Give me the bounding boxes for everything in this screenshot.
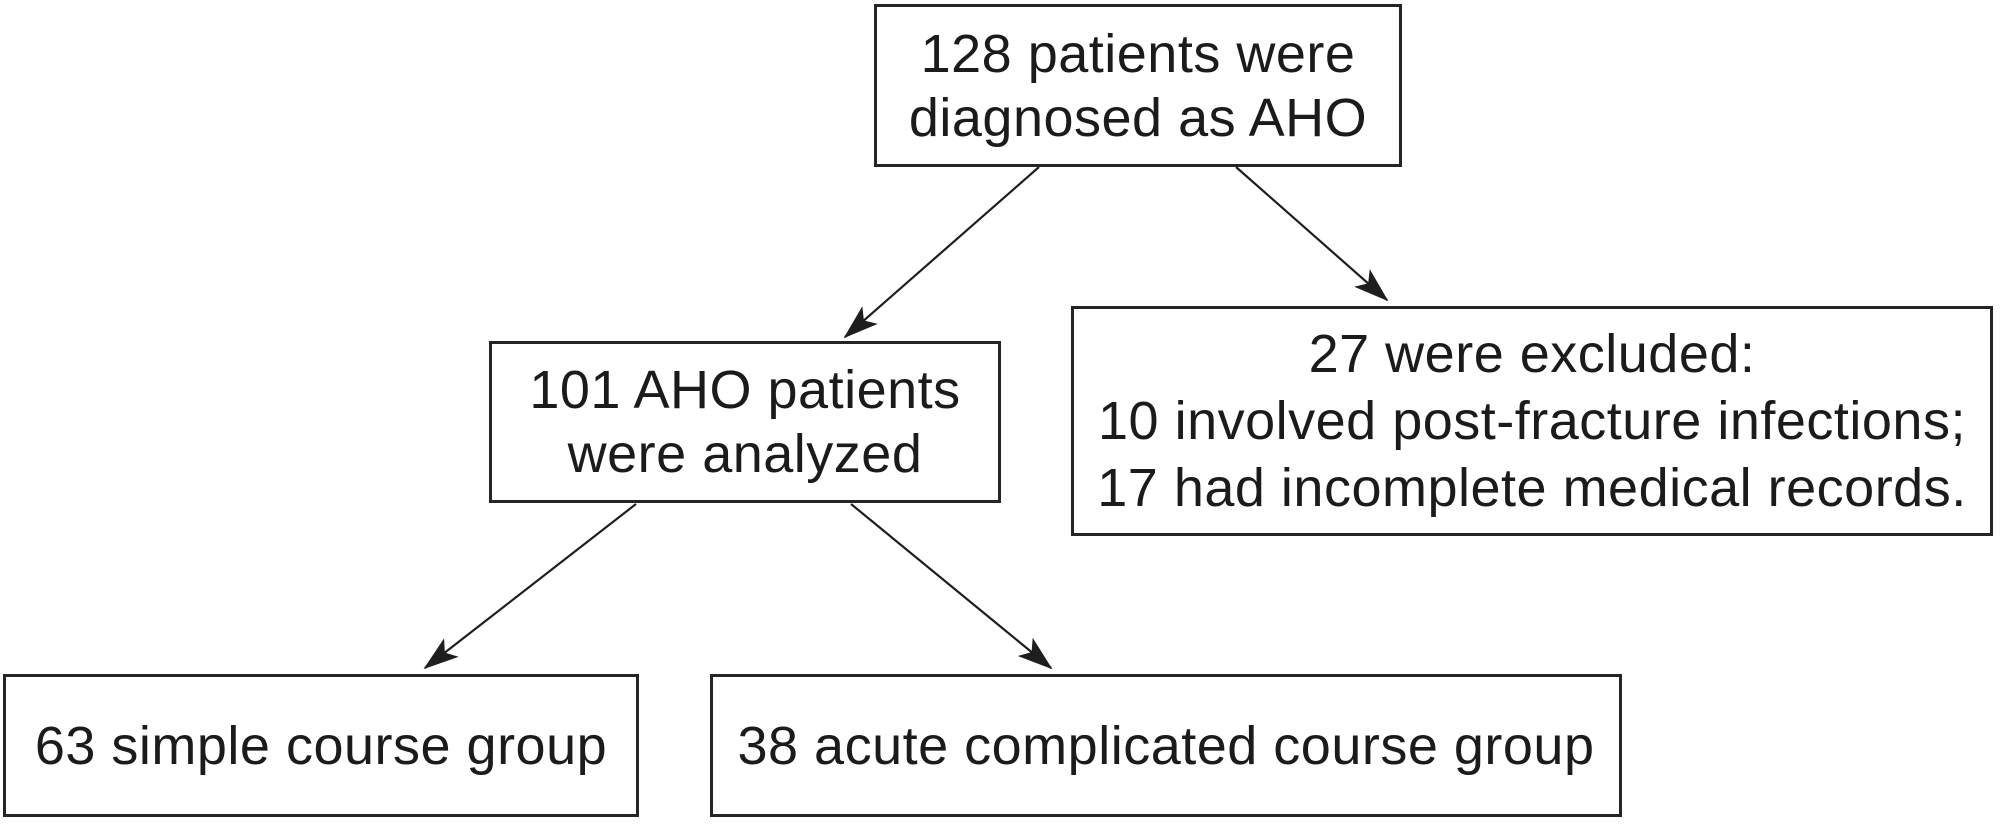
node-analyzed-line: were analyzed — [567, 424, 923, 484]
node-excluded-line: 17 had incomplete medical records. — [1097, 457, 1967, 518]
node-excluded-box: 27 were excluded: 10 involved post-fract… — [1071, 306, 1993, 536]
node-analyzed-box: 101 AHO patients were analyzed — [489, 341, 1001, 503]
arrow-diagnosed-to-analyzed — [843, 166, 1040, 339]
node-diagnosed-line: 128 patients were — [920, 23, 1356, 84]
node-excluded-line: 10 involved post-fracture infections; — [1098, 390, 1966, 451]
node-diagnosed-box: 128 patients were diagnosed as AHO — [874, 4, 1402, 167]
arrow-diagnosed-to-excluded — [1235, 166, 1389, 302]
node-complicated-course-line: 38 acute complicated course group — [737, 715, 1595, 776]
node-simple-course-line: 63 simple course group — [34, 715, 608, 776]
node-analyzed-line: 101 AHO patients — [529, 360, 961, 420]
arrow-analyzed-to-complicated — [850, 503, 1053, 670]
node-excluded-line: 27 were excluded: — [1308, 323, 1756, 384]
node-diagnosed-line: diagnosed as AHO — [908, 87, 1368, 148]
node-simple-course-box: 63 simple course group — [3, 674, 639, 817]
arrow-analyzed-to-simple — [423, 503, 637, 670]
node-complicated-course-box: 38 acute complicated course group — [710, 674, 1622, 817]
